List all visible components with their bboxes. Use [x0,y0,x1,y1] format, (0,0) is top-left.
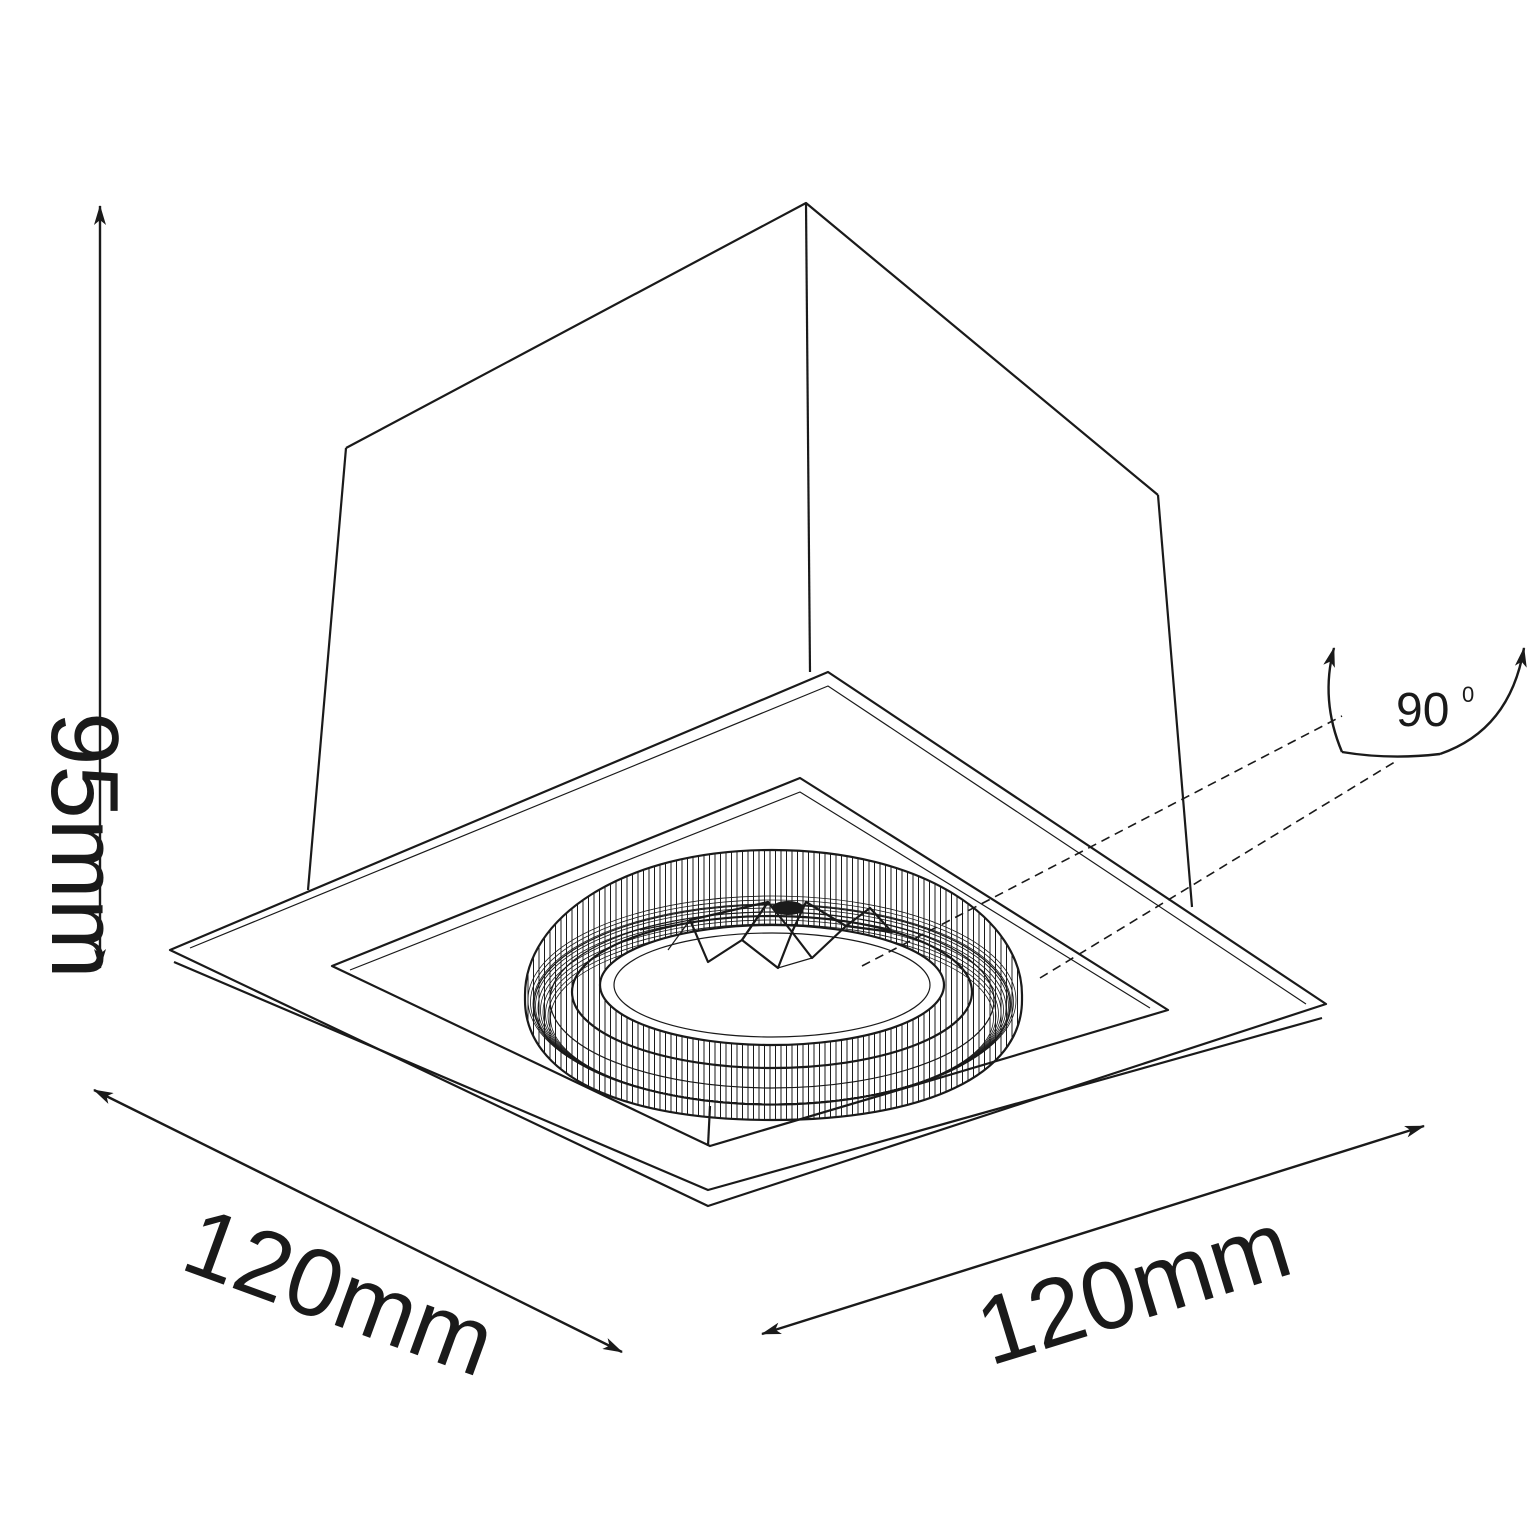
housing-front-edge [804,202,812,673]
trim-bevel [189,685,1307,1005]
ring-groove-2 [549,911,995,1089]
tilt-axis-line-1 [861,715,1343,967]
width-right-label: 120mm [965,1190,1302,1386]
tilt-axis-line-2 [1039,759,1399,979]
width-right-arrow [761,1124,1425,1336]
width-left-label: 120mm [171,1187,508,1397]
width-left-dimension: 120mm [93,1088,623,1397]
housing-right-edge [1156,494,1194,908]
height-label: 95mm [31,712,138,979]
width-right-dimension: 120mm [761,1124,1425,1386]
lens-face [598,923,946,1047]
lamp-ring [523,848,1024,1122]
housing-box [306,201,1194,908]
ring-groove-1 [533,904,1011,1106]
ring-bottom-outline [523,999,1024,1122]
housing-top-edge [345,201,1159,496]
height-dimension: 95mm [31,205,138,979]
lamp-dot [772,901,804,915]
ring-inner-lip [570,914,974,1070]
trim-inner-bevel [349,791,1151,1009]
trim-thickness [173,960,1323,1192]
tilt-axis [861,715,1399,979]
angle-label: 90 [1396,684,1449,737]
rotation-arc: 90 0 [1323,647,1527,758]
angle-degree-mark: 0 [1462,682,1474,707]
trim-inner-opening [330,776,1170,1148]
reflector-facets [639,900,894,970]
width-left-arrow [93,1088,623,1354]
housing-left-edge [306,447,348,891]
ring-top-outline [523,848,1024,996]
